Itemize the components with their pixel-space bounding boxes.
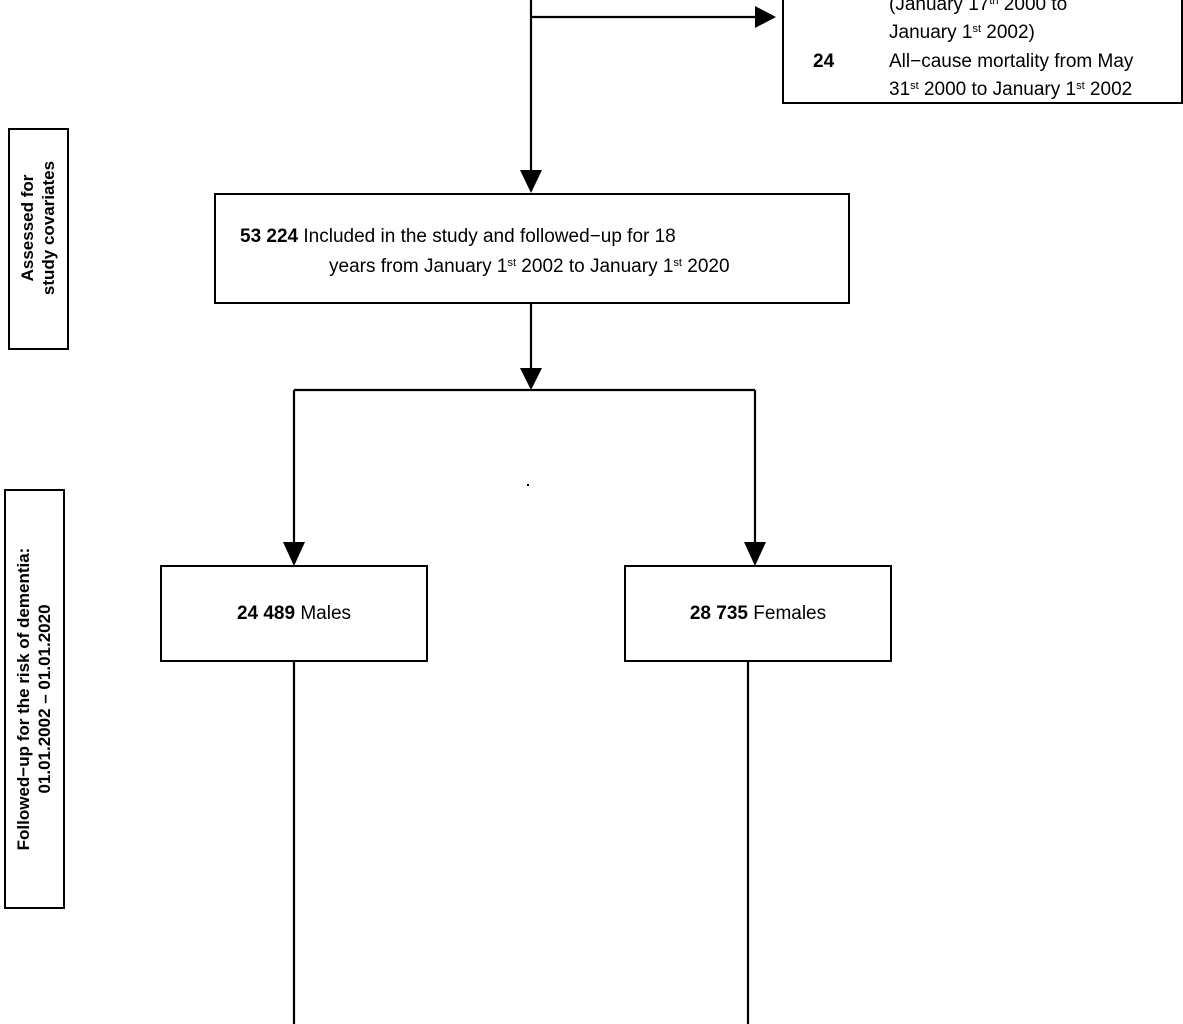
- included-box: [214, 193, 850, 304]
- females-text: 28 735 Females: [624, 603, 892, 625]
- arrowhead-females: [744, 542, 766, 566]
- covariates-side-label: Assessed for study covariates: [18, 160, 58, 296]
- males-label: Males: [300, 603, 352, 624]
- included-count: 53 224: [240, 226, 299, 247]
- arrowhead-males: [283, 542, 305, 566]
- covariates-side-box: [8, 128, 69, 350]
- followup-side-box: [4, 489, 65, 909]
- arrowhead-split: [520, 368, 542, 390]
- included-line2: years from January 1st 2002 to January 1…: [329, 256, 730, 277]
- mortality-line1: All−cause mortality from May: [889, 51, 1134, 72]
- males-text: 24 489 Males: [160, 603, 428, 625]
- males-count: 24 489: [236, 603, 296, 624]
- arrowhead-included: [520, 170, 542, 193]
- followup-side-label: Followed−up for the risk of dementia: 01…: [14, 547, 54, 851]
- males-box: [160, 565, 428, 662]
- females-count: 28 735: [689, 603, 748, 624]
- mortality-count: 24: [813, 51, 835, 72]
- exclusion-period-line2: January 1st 2002): [889, 22, 1035, 43]
- arrowhead-exclusion: [755, 6, 776, 28]
- included-line1: 53 224 Included in the study and followe…: [240, 226, 676, 247]
- females-box: [624, 565, 892, 662]
- mortality-line2: 31st 2000 to January 1st 2002: [889, 79, 1133, 100]
- exclusion-box: [782, 0, 1183, 104]
- exclusion-period-line1: (January 17th 2000 to: [889, 0, 1068, 15]
- females-label: Females: [753, 603, 827, 624]
- stray-dot: [527, 484, 529, 486]
